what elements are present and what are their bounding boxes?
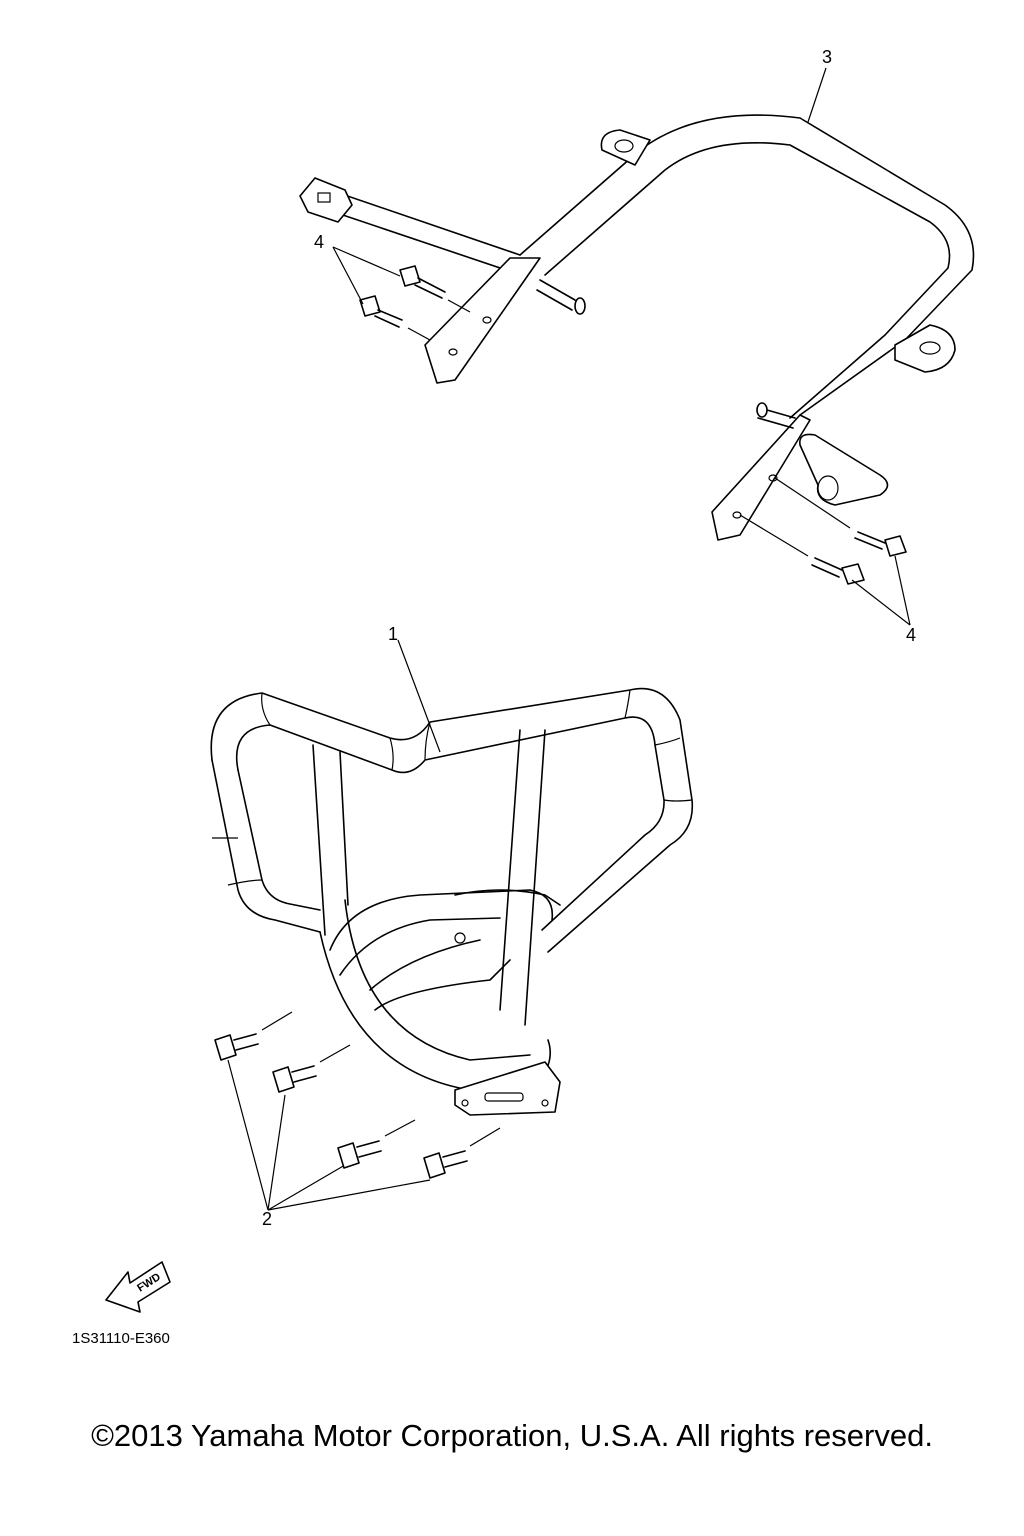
bolt-upper-a [399, 265, 471, 313]
callout-part-3: 3 [822, 47, 832, 67]
bolt-upper-b [359, 295, 431, 341]
bolt-lower-a [774, 477, 907, 557]
callout-part-4-lower: 4 [906, 625, 916, 645]
bolt-lower-b [739, 514, 865, 585]
front-bumper [210, 687, 694, 1116]
callout-part-1: 1 [388, 624, 398, 644]
bolt-front-2 [272, 1044, 351, 1093]
copyright-notice: ©2013 Yamaha Motor Corporation, U.S.A. A… [91, 1418, 933, 1453]
callout-part-4-upper: 4 [314, 232, 324, 252]
bolt-front-1 [214, 1011, 293, 1061]
rear-grab-bar [299, 114, 975, 541]
fwd-arrow-icon: FWD [105, 1261, 171, 1313]
callout-part-2: 2 [262, 1209, 272, 1229]
bolt-front-3 [337, 1119, 416, 1169]
bolt-front-4 [423, 1127, 501, 1179]
diagram-code: 1S31110-E360 [72, 1330, 170, 1347]
